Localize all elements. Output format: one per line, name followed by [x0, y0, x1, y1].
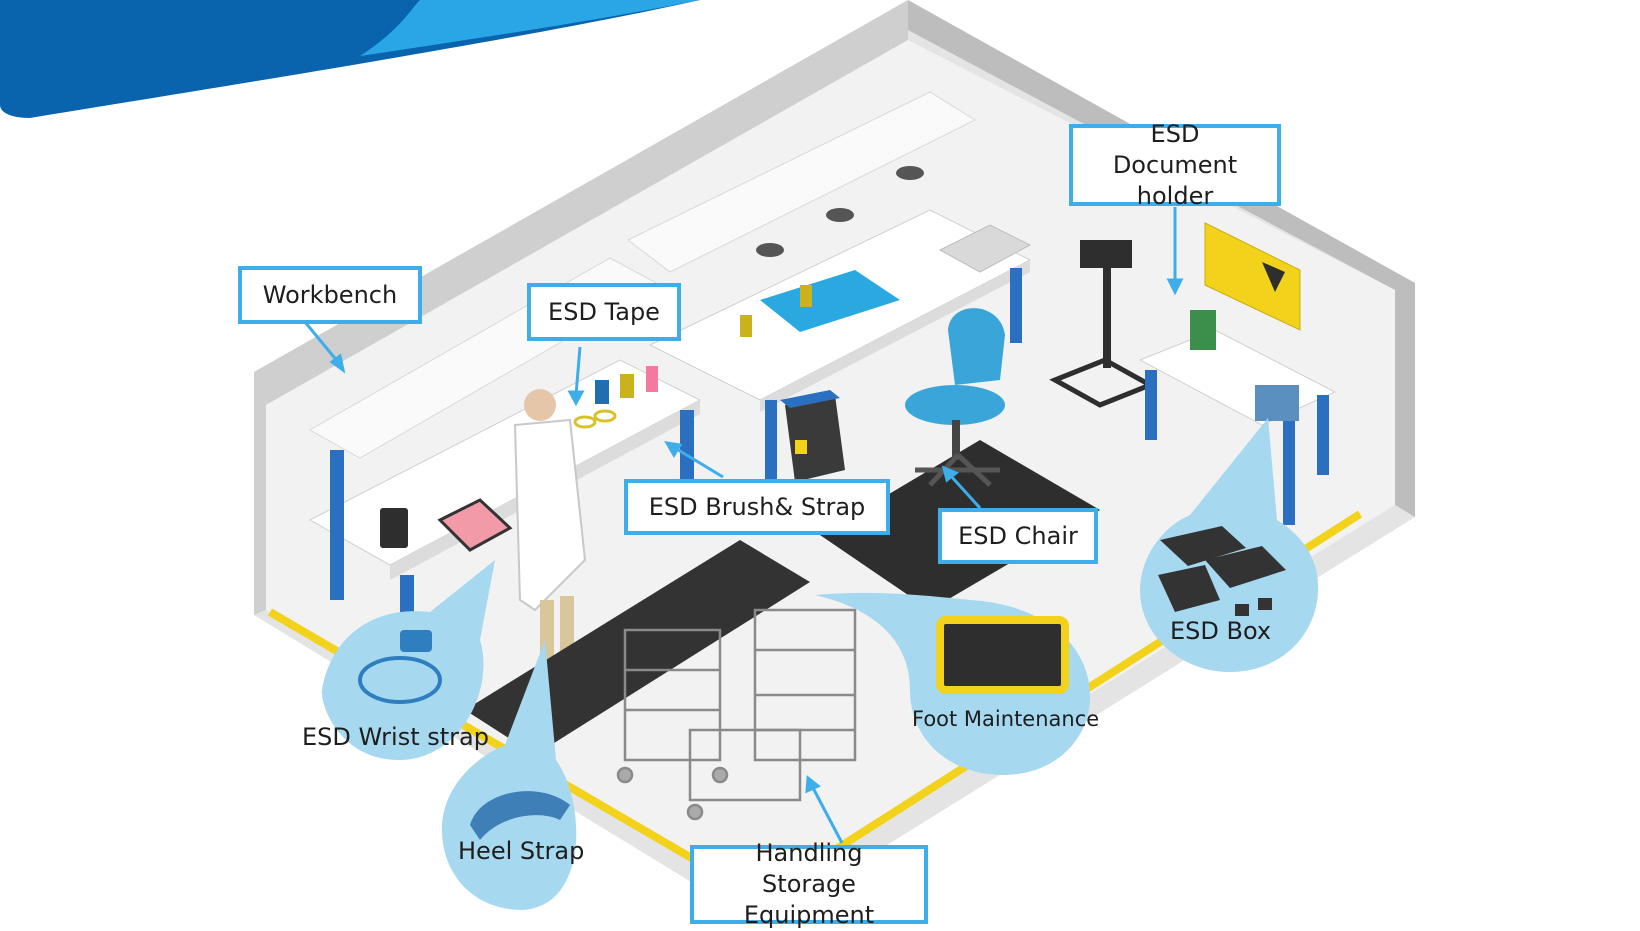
handling-storage-label: Handling Storage Equipment	[690, 839, 928, 929]
esd-warning-sign	[1204, 222, 1301, 331]
foot-maintenance-caption: Foot Maintenance	[912, 707, 1100, 731]
callout-arrows	[303, 207, 1184, 844]
esd-chair-graphic	[905, 308, 1005, 487]
esd-box-stack-2	[1205, 546, 1286, 588]
heel-strap-band	[470, 791, 570, 840]
bubble-images	[358, 526, 1286, 840]
heel-strap-bubble	[441, 640, 577, 910]
foot-mat-sample	[936, 616, 1069, 694]
esd-document-holder-label: ESD Document holder	[1069, 120, 1281, 210]
side-table	[1138, 310, 1337, 525]
right-wall	[908, 0, 1415, 517]
esd-chair-label: ESD Chair	[938, 508, 1098, 564]
workbench-label: Workbench	[238, 266, 422, 324]
esd-brush-strap-label: ESD Brush& Strap	[624, 479, 890, 535]
wrist-strap-coil	[358, 656, 442, 704]
esd-box-caption: ESD Box	[1170, 617, 1272, 645]
heel-strap-caption: Heel Strap	[458, 837, 585, 865]
esd-wrist-strap-caption: ESD Wrist strap	[302, 723, 489, 751]
esd-tape-label: ESD Tape	[527, 283, 681, 341]
esd-box-stack-1	[1160, 526, 1246, 566]
esd-bin-graphic	[780, 390, 845, 482]
storage-carts	[616, 608, 857, 821]
header-banner	[0, 0, 700, 118]
wrist-strap-band	[400, 630, 432, 652]
anti-static-runner-mat	[465, 540, 810, 755]
esd-box-stack-3	[1158, 565, 1220, 612]
